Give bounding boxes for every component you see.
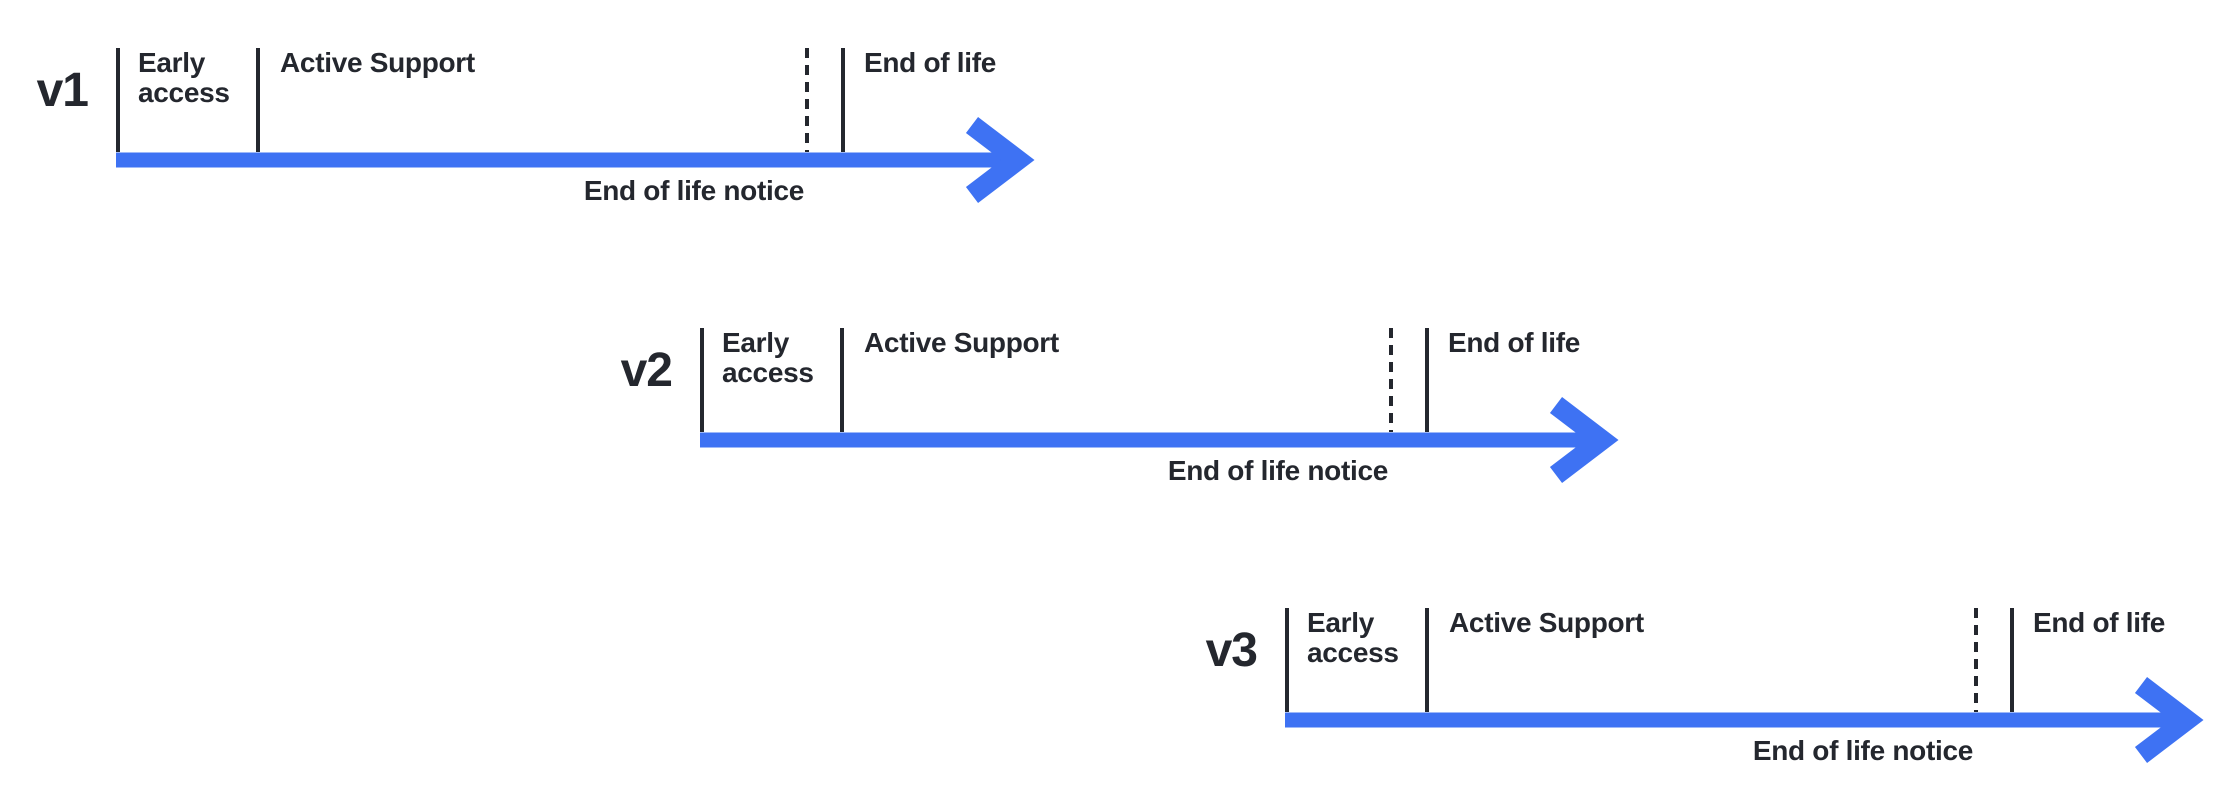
- early-access-label: Early access: [1307, 607, 1399, 668]
- end-of-life-label: End of life: [864, 47, 997, 78]
- arrow-head-icon: [2134, 677, 2204, 763]
- timeline-row-v1: v1 Early access Active Support End of li…: [8, 48, 1078, 208]
- timeline-row-v3: v3 Early access Active Support End of li…: [1177, 608, 2228, 768]
- active-support-label: Active Support: [280, 47, 475, 78]
- timeline-bar: [1285, 712, 2177, 728]
- end-of-life-notice-label: End of life notice: [583, 175, 804, 206]
- version-label: v1: [36, 64, 89, 117]
- arrow-head-icon: [965, 117, 1035, 203]
- timeline-bar: [116, 152, 1008, 168]
- timeline-row-v2: v2 Early access Active Support End of li…: [592, 328, 1662, 488]
- end-of-life-notice-label: End of life notice: [1167, 455, 1388, 486]
- version-label: v3: [1205, 624, 1258, 677]
- timeline-bar: [700, 432, 1592, 448]
- active-support-label: Active Support: [1449, 607, 1644, 638]
- end-of-life-label: End of life: [1448, 327, 1581, 358]
- early-access-label: Early access: [138, 47, 230, 108]
- timeline-graphic: [1285, 608, 2204, 763]
- active-support-label: Active Support: [864, 327, 1059, 358]
- arrow-head-icon: [1549, 397, 1619, 483]
- version-label: v2: [620, 344, 673, 397]
- early-access-label: Early access: [722, 327, 814, 388]
- timeline-graphic: [700, 328, 1619, 483]
- timeline-graphic: [116, 48, 1035, 203]
- end-of-life-notice-label: End of life notice: [1752, 735, 1973, 766]
- end-of-life-label: End of life: [2033, 607, 2166, 638]
